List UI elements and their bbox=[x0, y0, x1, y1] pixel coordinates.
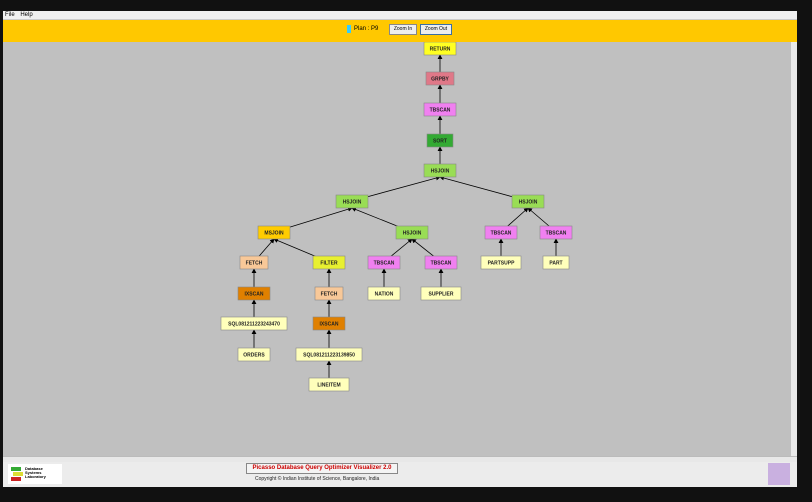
plan-node-tbscan[interactable]: TBSCAN bbox=[539, 225, 573, 240]
plan-node-supplier[interactable]: SUPPLIER bbox=[420, 286, 462, 301]
plan-node-sql081211223139850[interactable]: SQL081211223139850 bbox=[295, 347, 363, 362]
menu-help[interactable]: Help bbox=[20, 12, 33, 18]
plan-node-label: TBSCAN bbox=[374, 261, 395, 267]
plan-node-tbscan[interactable]: TBSCAN bbox=[424, 255, 458, 270]
plan-tree-canvas: RETURN GRPBY TBSCAN SORT HSJOIN HSJOIN MSJOIN F… bbox=[3, 41, 791, 456]
plan-node-label: FETCH bbox=[321, 292, 338, 298]
app-window: File Help Plan : P9 Zoom In Zoom Out RET… bbox=[3, 11, 797, 487]
plan-node-label: PARTSUPP bbox=[488, 261, 516, 267]
plan-color-swatch bbox=[347, 25, 351, 33]
plan-node-label: FETCH bbox=[246, 261, 263, 267]
plan-node-tbscan[interactable]: TBSCAN bbox=[484, 225, 518, 240]
plan-node-fetch[interactable]: FETCH bbox=[314, 286, 344, 301]
plan-node-part[interactable]: PART bbox=[542, 255, 570, 270]
plan-node-label: HSJOIN bbox=[343, 200, 362, 206]
plan-tree: RETURN GRPBY TBSCAN SORT HSJOIN HSJOIN MSJOIN F… bbox=[220, 41, 573, 392]
plan-node-return[interactable]: RETURN bbox=[423, 41, 457, 56]
plan-node-tbscan[interactable]: TBSCAN bbox=[367, 255, 401, 270]
plan-node-label: FILTER bbox=[320, 261, 338, 267]
plan-node-label: GRPBY bbox=[431, 77, 449, 83]
plan-node-msjoin[interactable]: MSJOIN bbox=[257, 225, 291, 240]
plan-node-hsjoin[interactable]: HSJOIN bbox=[395, 225, 429, 240]
plan-node-label: NATION bbox=[375, 292, 394, 298]
plan-node-tbscan[interactable]: TBSCAN bbox=[423, 102, 457, 117]
plan-node-hsjoin[interactable]: HSJOIN bbox=[423, 163, 457, 178]
plan-node-label: SORT bbox=[433, 139, 447, 145]
plan-node-sort[interactable]: SORT bbox=[426, 133, 454, 148]
horizontal-scrollbar[interactable] bbox=[3, 456, 797, 463]
plan-node-label: IXSCAN bbox=[320, 322, 339, 328]
zoom-in-button[interactable]: Zoom In bbox=[389, 24, 417, 35]
plan-label: Plan : P9 bbox=[354, 26, 379, 32]
plan-indicator: Plan : P9 bbox=[347, 25, 378, 33]
plan-node-label: IXSCAN bbox=[245, 292, 264, 298]
plan-node-label: SUPPLIER bbox=[428, 292, 453, 298]
dsl-logo: Database Systems Laboratory bbox=[8, 464, 62, 484]
plan-node-ixscan[interactable]: IXSCAN bbox=[312, 316, 346, 331]
plan-node-lineitem[interactable]: LINEITEM bbox=[308, 377, 350, 392]
footer: Database Systems Laboratory Picasso Data… bbox=[3, 462, 797, 487]
plan-node-label: SQL081211223243470 bbox=[228, 322, 280, 328]
plan-node-grpby[interactable]: GRPBY bbox=[425, 71, 455, 86]
plan-node-ixscan[interactable]: IXSCAN bbox=[237, 286, 271, 301]
plan-node-label: HSJOIN bbox=[431, 169, 450, 175]
plan-node-label: TBSCAN bbox=[431, 261, 452, 267]
plan-node-fetch[interactable]: FETCH bbox=[239, 255, 269, 270]
plan-node-label: TBSCAN bbox=[546, 231, 567, 237]
plan-node-partsupp[interactable]: PARTSUPP bbox=[480, 255, 522, 270]
app-title-button[interactable]: Picasso Database Query Optimizer Visuali… bbox=[246, 463, 398, 474]
plan-node-label: PART bbox=[549, 261, 562, 267]
plan-node-label: RETURN bbox=[430, 47, 451, 53]
plan-node-sql081211223243470[interactable]: SQL081211223243470 bbox=[220, 316, 288, 331]
plan-node-nation[interactable]: NATION bbox=[367, 286, 401, 301]
plan-node-label: SQL081211223139850 bbox=[303, 353, 355, 359]
plan-node-label: TBSCAN bbox=[491, 231, 512, 237]
plan-node-label: HSJOIN bbox=[519, 200, 538, 206]
iisc-seal-logo bbox=[768, 463, 790, 485]
vertical-scrollbar[interactable] bbox=[791, 42, 797, 456]
menu-bar: File Help bbox=[3, 11, 797, 20]
plan-node-label: LINEITEM bbox=[317, 383, 340, 389]
plan-node-orders[interactable]: ORDERS bbox=[237, 347, 271, 362]
plan-node-label: HSJOIN bbox=[403, 231, 422, 237]
plan-node-hsjoin[interactable]: HSJOIN bbox=[335, 194, 369, 209]
logo-text: Database Systems Laboratory bbox=[25, 466, 46, 479]
plan-node-label: TBSCAN bbox=[430, 108, 451, 114]
plan-node-label: ORDERS bbox=[243, 353, 265, 359]
menu-file[interactable]: File bbox=[5, 12, 15, 18]
plan-node-hsjoin[interactable]: HSJOIN bbox=[511, 194, 545, 209]
plan-node-label: MSJOIN bbox=[264, 231, 284, 237]
plan-node-filter[interactable]: FILTER bbox=[312, 255, 346, 270]
toolbar: Plan : P9 Zoom In Zoom Out bbox=[3, 20, 797, 43]
copyright-text: Copyright © Indian Institute of Science,… bbox=[255, 476, 380, 482]
zoom-out-button[interactable]: Zoom Out bbox=[420, 24, 452, 35]
